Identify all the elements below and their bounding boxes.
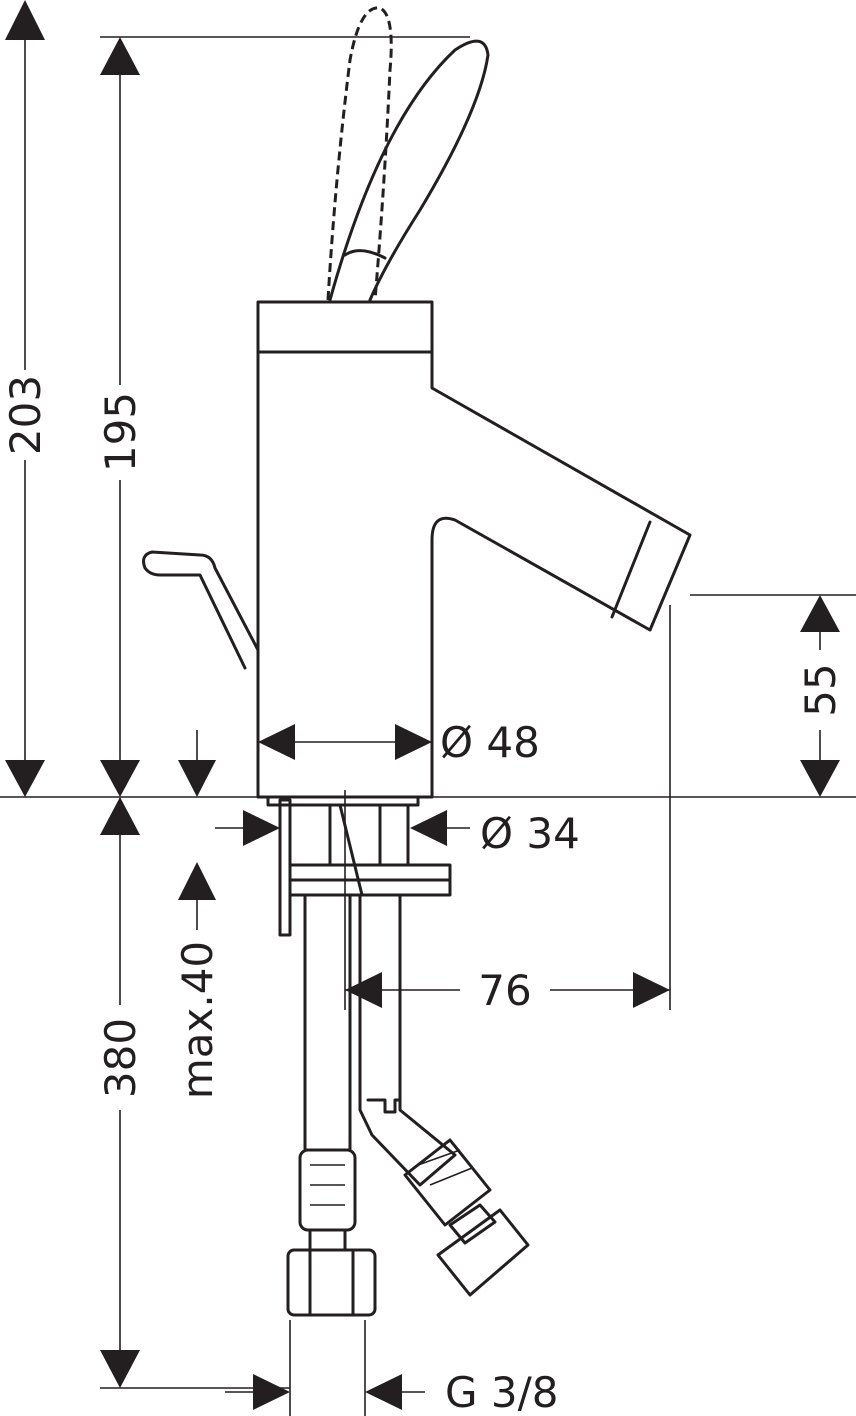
dimension-body-diameter: Ø 48 [258, 718, 540, 767]
dimension-outlet-height: 55 [796, 595, 845, 797]
spout-height-label: 195 [96, 392, 145, 472]
dimension-hose-length: 380 [96, 797, 145, 1388]
body-diameter-label: Ø 48 [440, 718, 540, 767]
dimension-max-thickness: max.40 [173, 862, 222, 1099]
outlet-height-label: 55 [796, 663, 845, 716]
lever-handle [326, 6, 490, 302]
shank-diameter-label: Ø 34 [480, 809, 580, 858]
dimension-marker-arrow [178, 730, 216, 797]
supply-hose-right [358, 893, 530, 1297]
faucet-body [256, 300, 692, 799]
projection-label: 76 [478, 966, 531, 1015]
dimension-total-height: 203 [1, 0, 50, 797]
mounting-shank [266, 795, 452, 937]
dimension-connection-thread: G 3/8 [225, 1320, 559, 1416]
popup-rod [142, 550, 260, 670]
dimension-spout-height: 195 [96, 37, 145, 797]
total-height-label: 203 [1, 375, 50, 455]
max-thickness-label: max.40 [173, 941, 222, 1099]
hose-length-label: 380 [96, 1018, 145, 1098]
dimension-shank-diameter: Ø 34 [215, 809, 580, 858]
connection-thread-label: G 3/8 [445, 1368, 559, 1416]
extension-lines [0, 36, 856, 1389]
dimension-projection: 76 [345, 966, 670, 1015]
supply-hose-left [286, 893, 377, 1317]
